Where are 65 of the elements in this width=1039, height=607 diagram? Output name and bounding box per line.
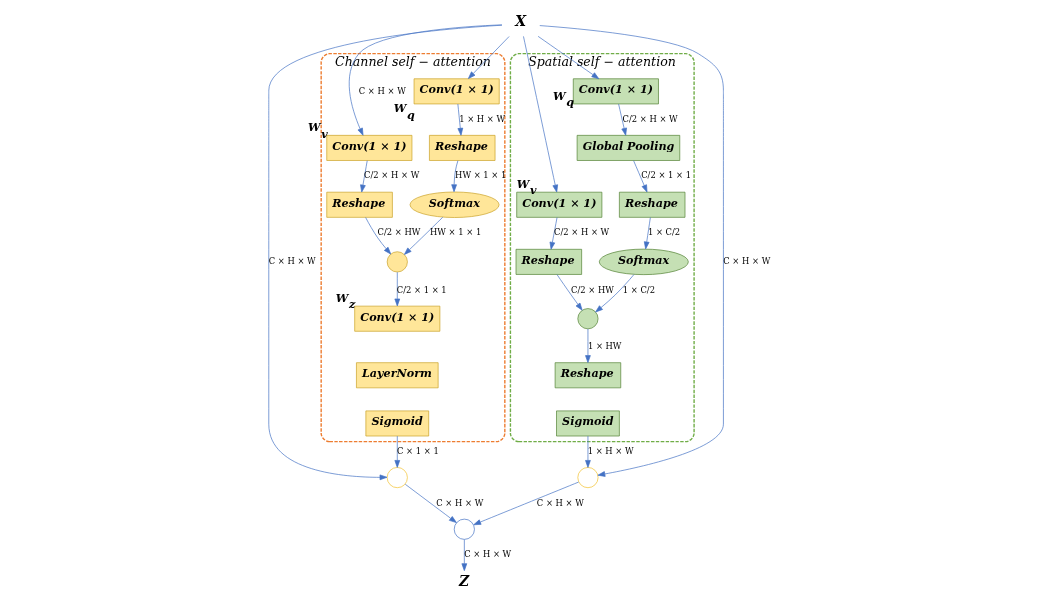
- node-box: Reshape: [619, 191, 686, 218]
- arrow: [473, 481, 579, 526]
- arrow: [539, 25, 724, 477]
- edge-label: 1 × C/2: [622, 284, 656, 295]
- node-ellipse: Softmax: [409, 191, 500, 218]
- node-box: Reshape: [326, 191, 393, 218]
- arrow: [468, 36, 510, 79]
- node-box: Conv(1 × 1): [326, 135, 413, 161]
- node-box: Sigmoid: [365, 410, 430, 437]
- node-ellipse: Softmax: [598, 248, 689, 275]
- arrow: [451, 160, 459, 193]
- arrow: [404, 216, 444, 255]
- node-text: X: [515, 13, 527, 30]
- edge-label: C/2 × 1 × 1: [396, 284, 447, 295]
- arrow: [348, 24, 503, 136]
- edge-label: C × H × W: [358, 85, 406, 96]
- arrow: [537, 36, 600, 80]
- arrow: [461, 539, 468, 571]
- node-box: LayerNorm: [356, 362, 439, 389]
- arrow: [523, 36, 558, 193]
- edge-label: C/2 × H × W: [554, 227, 610, 238]
- edge-label: C × H × W: [268, 256, 316, 267]
- edge-label: C × H × W: [723, 256, 771, 267]
- node-text: Z: [459, 573, 470, 590]
- arrow: [549, 217, 558, 250]
- node-circle: [386, 467, 408, 489]
- node-circle: [453, 518, 475, 540]
- edge-label: C × 1 × 1: [397, 445, 439, 456]
- edge-label: C/2 × HW: [571, 284, 614, 295]
- node-box: Reshape: [515, 248, 582, 275]
- arrow: [360, 160, 368, 193]
- edge-label: C/2 × 1 × 1: [641, 170, 692, 181]
- node-box: Reshape: [554, 362, 622, 389]
- node-circle: [577, 467, 599, 489]
- arrow: [643, 217, 651, 250]
- edge-label: HW × 1 × 1: [429, 227, 482, 238]
- node-circle: [577, 308, 599, 330]
- arrow: [556, 274, 583, 311]
- edge-label: C × H × W: [436, 497, 484, 508]
- node-box: Sigmoid: [556, 410, 620, 437]
- arrow: [394, 271, 401, 307]
- arrow: [394, 435, 401, 468]
- arrow: [618, 103, 627, 136]
- edge-label: HW × 1 × 1: [455, 170, 507, 181]
- node-box: Conv(1 × 1): [413, 78, 500, 105]
- edge-label: C × H × W: [536, 497, 584, 508]
- arrow: [457, 103, 464, 136]
- node-box: Global Pooling: [576, 135, 681, 161]
- edge-label: 1 × HW: [587, 341, 622, 352]
- node-box: Conv(1 × 1): [354, 305, 441, 332]
- node-box: Reshape: [429, 135, 496, 161]
- arrow: [585, 435, 591, 468]
- arrow: [585, 328, 591, 363]
- edge-label: 1 × H × W: [459, 113, 506, 124]
- edge-label: C/2 × H × W: [622, 113, 678, 124]
- edge-label: 1 × H × W: [587, 445, 634, 456]
- arrow: [404, 483, 457, 523]
- arrow: [365, 217, 392, 255]
- node-circle: [386, 251, 408, 273]
- arrow: [595, 274, 635, 313]
- edge-label: C/2 × HW: [377, 227, 421, 238]
- arrow: [633, 160, 648, 193]
- edge-label: C/2 × H × W: [364, 170, 420, 181]
- edge-label: C × H × W: [464, 549, 512, 560]
- edge-label: 1 × C/2: [647, 227, 681, 238]
